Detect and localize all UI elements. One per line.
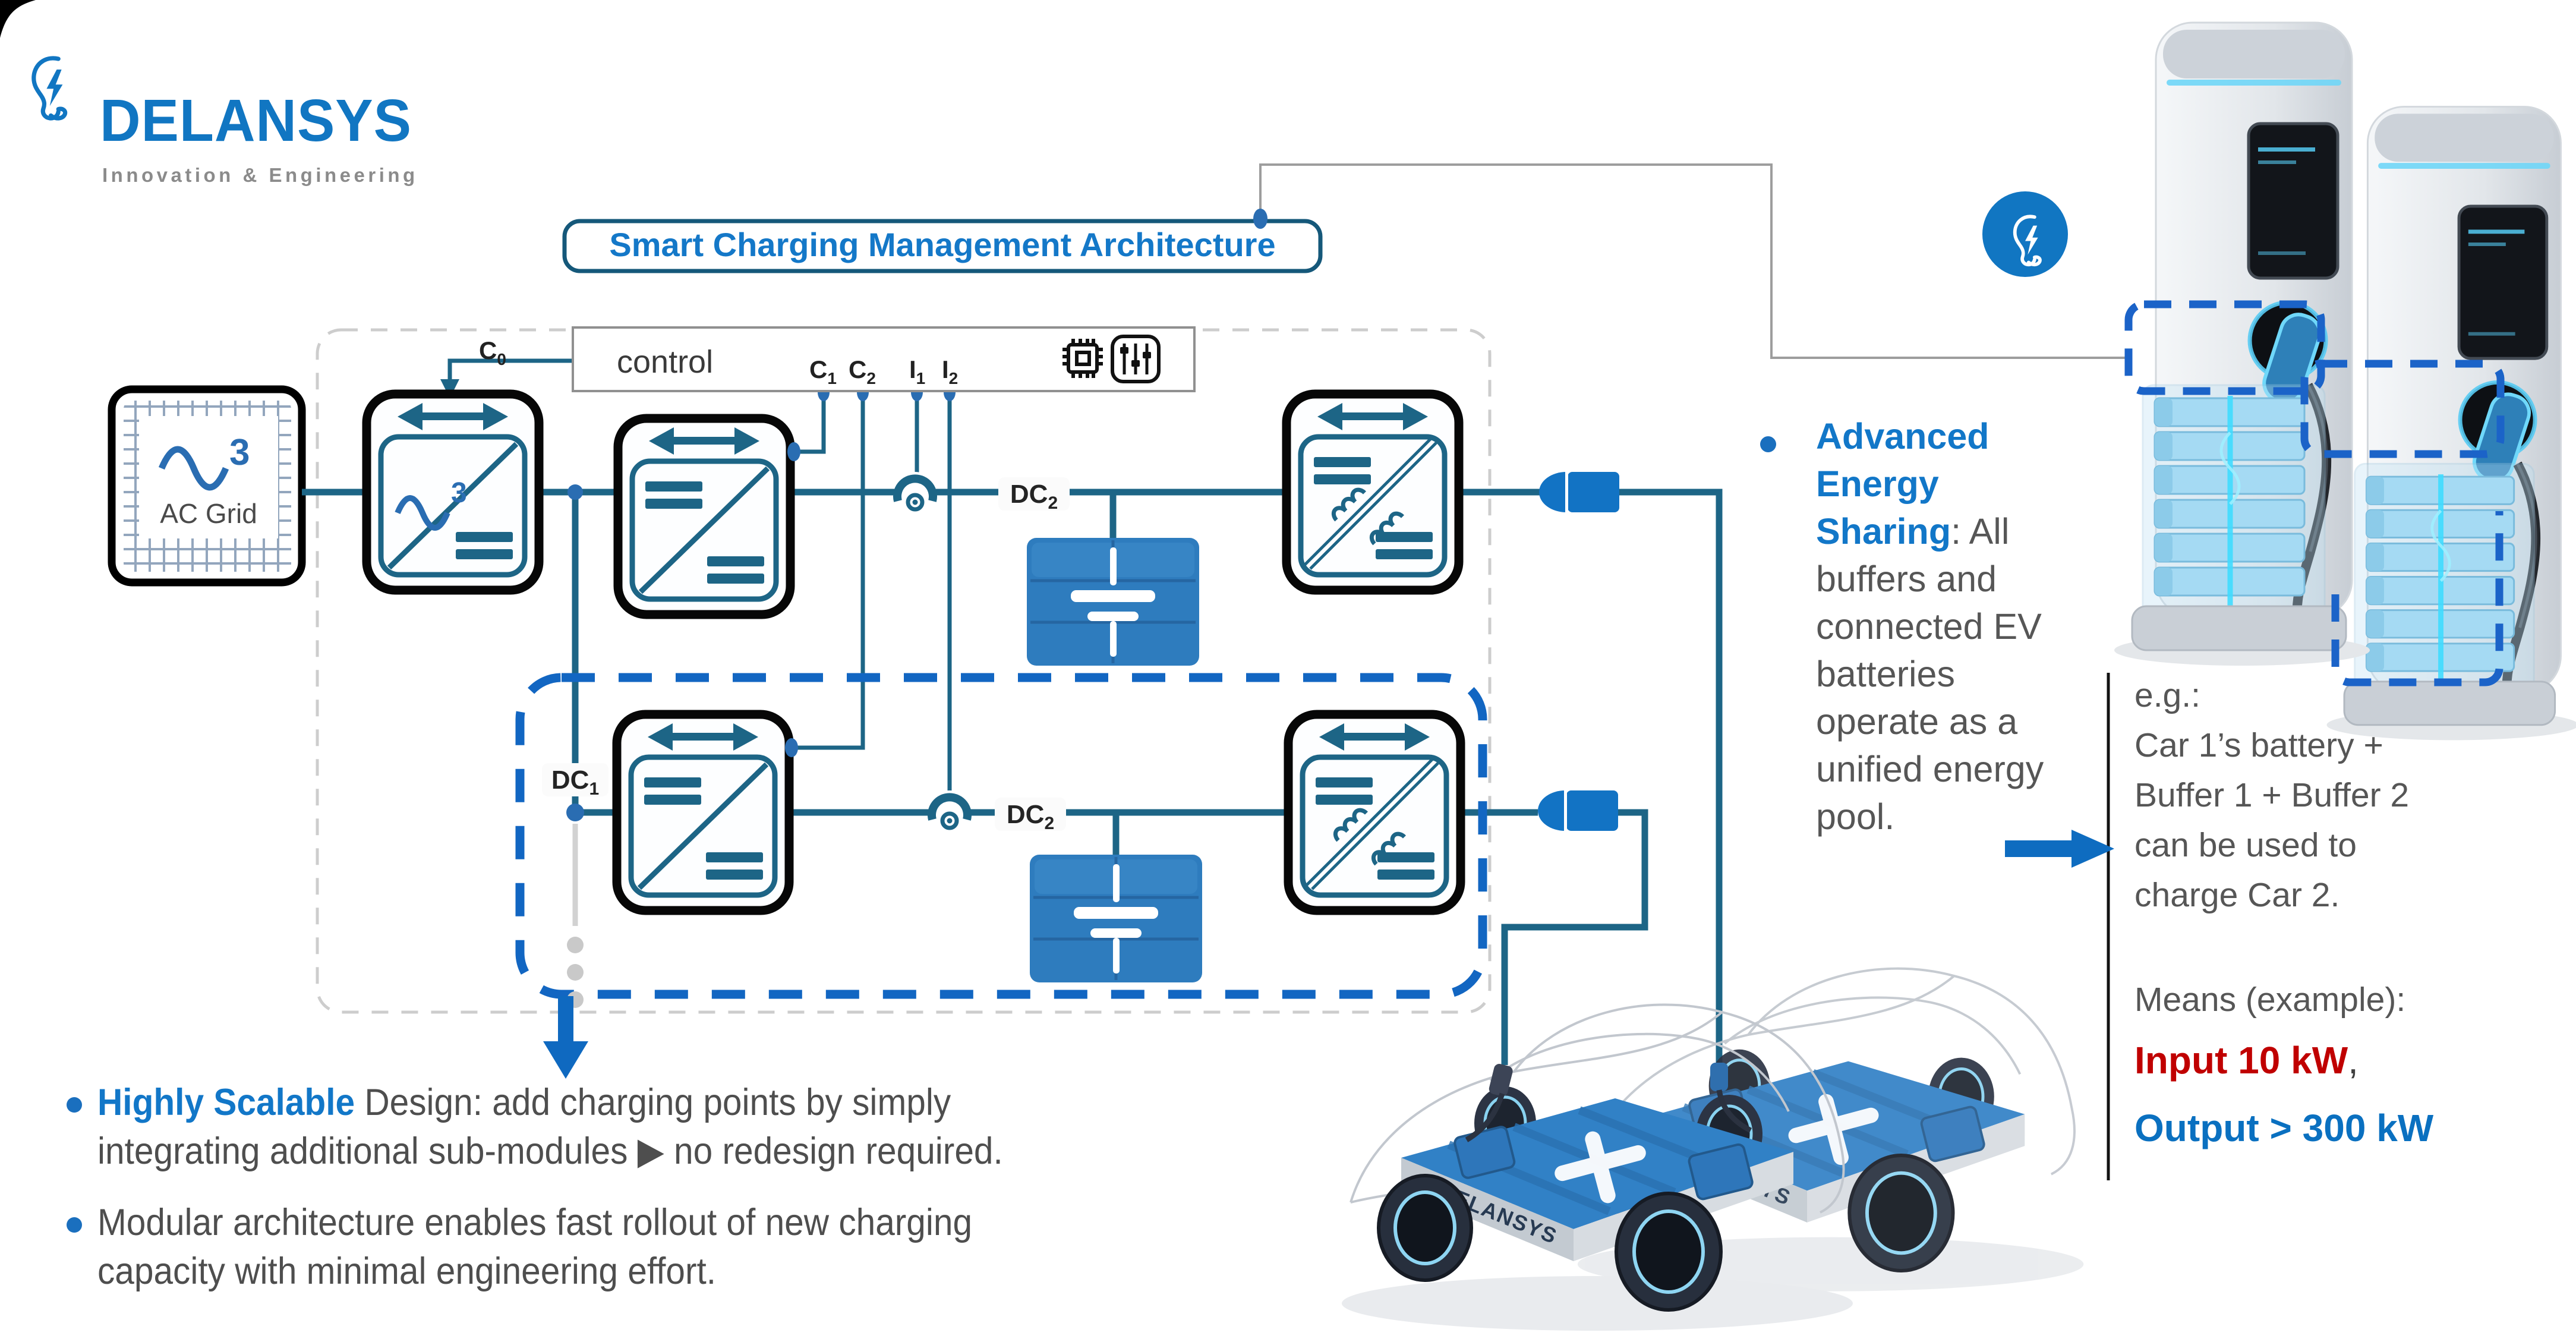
chip-icon xyxy=(1062,339,1103,378)
sensor-i1 xyxy=(895,472,935,512)
title-connector-dot xyxy=(1253,209,1267,229)
dc2-top-label: DC2 xyxy=(998,477,1070,513)
dcdc-converter-1 xyxy=(618,418,790,615)
more-modules-ellipsis xyxy=(567,824,584,1008)
bullet-dot xyxy=(67,1097,82,1113)
svg-text:DC2: DC2 xyxy=(1010,480,1058,513)
svg-text:I1: I1 xyxy=(909,355,925,388)
svg-text:C0: C0 xyxy=(479,336,506,368)
dc2-bottom-label: DC2 xyxy=(995,798,1066,833)
output-power-line: Output > 300 kW xyxy=(2134,1103,2433,1153)
plug-1 xyxy=(1539,472,1619,512)
scalable-bullet-line-1: Highly Scalable Design: add charging poi… xyxy=(97,1082,951,1123)
sensor-i2 xyxy=(929,790,970,831)
sine-wave-icon xyxy=(158,446,229,491)
dcdc-converter-2 xyxy=(617,714,789,911)
plug-2 xyxy=(1538,790,1618,831)
ac-grid-label: AC Grid xyxy=(160,498,257,529)
svg-text:DC2: DC2 xyxy=(1007,800,1054,833)
bullet-dot xyxy=(67,1217,82,1233)
example-line: charge Car 2. xyxy=(2134,876,2340,914)
modular-bullet-line-2: capacity with minimal engineering effort… xyxy=(97,1250,717,1292)
input-value: Input 10 kW xyxy=(2134,1039,2348,1082)
svg-text:I2: I2 xyxy=(942,355,958,388)
svg-text:C2: C2 xyxy=(849,355,876,388)
control-signal-wires xyxy=(440,358,952,792)
bullet-dot xyxy=(1760,436,1776,452)
brand-tagline: Innovation & Engineering xyxy=(102,164,418,186)
isolated-converter-2 xyxy=(1288,714,1461,911)
page-title: Smart Charging Management Architecture xyxy=(609,226,1275,263)
scalable-bullet-line-2: integrating additional sub-modules ▶ no … xyxy=(97,1130,1003,1172)
title-to-charger-connector xyxy=(1259,163,2129,359)
svg-text:DC1: DC1 xyxy=(551,765,599,799)
sliders-icon xyxy=(1111,335,1161,383)
buffer-1 xyxy=(1027,538,1199,666)
dc1-label: DC1 xyxy=(542,763,608,799)
example-line: Car 1’s battery + xyxy=(2134,726,2383,764)
output-value: Output > 300 kW xyxy=(2134,1107,2434,1149)
svg-text:C1: C1 xyxy=(809,355,837,388)
example-line: can be used to xyxy=(2134,826,2357,864)
architecture-boundary-dashed xyxy=(316,328,1492,1014)
brand-name: DELANSYS xyxy=(100,87,412,154)
control-box: control C1 C2 I1 I2 xyxy=(572,326,1196,392)
input-power-line: Input 10 kW, xyxy=(2134,1039,2359,1082)
charging-station-2 xyxy=(2326,107,2576,741)
c0-arrowhead xyxy=(440,379,459,398)
isolated-converter-1 xyxy=(1287,394,1459,590)
three-phase-glyph: 3 xyxy=(451,477,467,509)
scalability-down-arrow xyxy=(543,996,588,1079)
control-label: control xyxy=(617,344,713,380)
example-line: Buffer 1 + Buffer 2 xyxy=(2134,776,2410,814)
grid-converter: 3 xyxy=(367,394,539,590)
means-line: Means (example): xyxy=(2134,981,2406,1019)
three-phase-glyph: 3 xyxy=(229,432,250,473)
logo-bulb-icon xyxy=(27,52,81,130)
charging-station-1 xyxy=(2114,23,2370,666)
c0-label: C0 xyxy=(479,336,506,368)
modular-bullet-line-1: Modular architecture enables fast rollou… xyxy=(97,1202,973,1243)
car-charging-cables xyxy=(1465,1063,1752,1142)
pool-right-arrow xyxy=(2005,830,2114,868)
sub-module-dashed-box xyxy=(515,673,1487,999)
advanced-energy-sharing-block: Advanced Energy Sharing: All buffers and… xyxy=(1816,416,2044,837)
buffer-2 xyxy=(1030,855,1202,982)
sine-wave-icon xyxy=(395,495,450,531)
title-box: Smart Charging Management Architecture xyxy=(562,209,1323,273)
example-line: e.g.: xyxy=(2134,676,2200,714)
buffer-highlight-dashed xyxy=(2124,300,2505,686)
ac-grid-node: 3 AC Grid xyxy=(108,385,306,587)
screen-corner xyxy=(0,0,36,38)
lightbulb-badge xyxy=(1982,191,2068,277)
